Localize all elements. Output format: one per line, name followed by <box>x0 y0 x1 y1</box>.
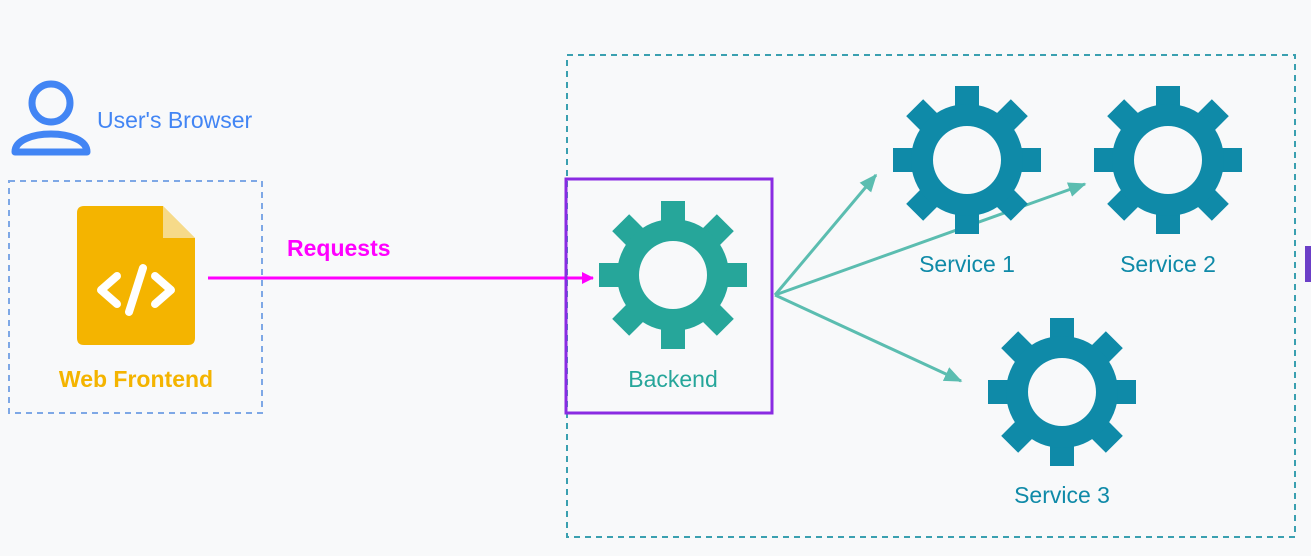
service-2-label: Service 2 <box>1120 251 1216 277</box>
offscreen-edge-element <box>1305 246 1311 282</box>
backend-gear-icon <box>599 201 747 349</box>
backend-highlight-box <box>564 177 774 415</box>
arrow-to-service-1 <box>773 173 878 296</box>
arrow-to-service-2 <box>774 182 1087 297</box>
service-1-gear-icon <box>893 86 1041 234</box>
frontend-container <box>8 180 263 414</box>
service-1-label: Service 1 <box>919 251 1015 277</box>
backend-label: Backend <box>628 366 718 392</box>
web-frontend-label: Web Frontend <box>59 366 213 392</box>
user-browser-label: User's Browser <box>97 107 253 133</box>
requests-label: Requests <box>287 235 391 261</box>
user-icon <box>11 80 91 156</box>
service-3-gear-icon <box>988 318 1136 466</box>
arrow-to-service-3 <box>774 293 963 383</box>
service-2-gear-icon <box>1094 86 1242 234</box>
service-3-label: Service 3 <box>1014 482 1110 508</box>
code-file-icon <box>77 206 195 345</box>
